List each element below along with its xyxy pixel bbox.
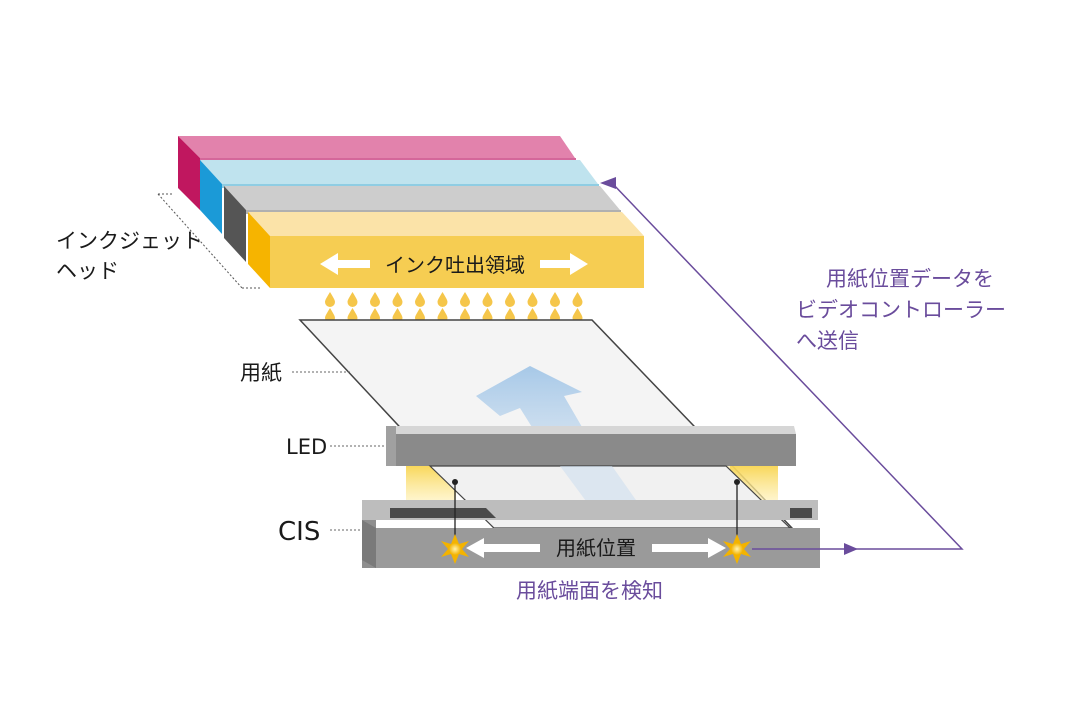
ink-droplet: [392, 292, 403, 307]
led-light-source: [386, 426, 796, 466]
paper-label: 用紙: [240, 361, 282, 385]
magenta-ink-head: [178, 136, 576, 210]
right-edge-point: [734, 479, 740, 485]
left-edge-point: [452, 479, 458, 485]
ink-droplet: [572, 292, 583, 307]
left-detection-spark-icon: [441, 534, 469, 564]
paper-position-label: 用紙位置: [556, 536, 636, 560]
ink-ejection-area-label: インク吐出領域: [385, 253, 525, 277]
ink-droplet: [482, 292, 493, 307]
inkjet-head-bracket: [157, 193, 262, 289]
right-detection-spark-icon: [723, 534, 751, 564]
detection-arrowhead-icon: [844, 543, 858, 555]
send-data-label-line1: 用紙位置データを: [826, 267, 994, 291]
detect-paper-edge-label: 用紙端面を検知: [516, 579, 663, 603]
inkjet-head-label-line2: ヘッド: [56, 259, 119, 283]
transmission-arrowhead-icon: [600, 177, 616, 189]
ink-droplet: [370, 292, 380, 307]
cis-label: CIS: [278, 517, 320, 547]
ink-droplet: [550, 292, 560, 307]
ink-droplet: [527, 292, 538, 307]
ink-droplet: [460, 292, 470, 307]
inkjet-head-label-line1: インクジェット: [56, 229, 203, 253]
ink-droplet: [437, 292, 448, 307]
led-label: LED: [286, 435, 327, 459]
ink-droplet: [347, 292, 358, 307]
ink-droplet: [325, 292, 335, 307]
ink-droplet: [415, 292, 425, 307]
ink-droplet: [505, 292, 515, 307]
send-data-label-line3: へ送信: [796, 329, 859, 353]
paper-position-label-bg: [540, 535, 652, 561]
ink-ejection-label-bg: [370, 252, 540, 278]
send-data-label-line2: ビデオコントローラー: [796, 298, 1006, 322]
